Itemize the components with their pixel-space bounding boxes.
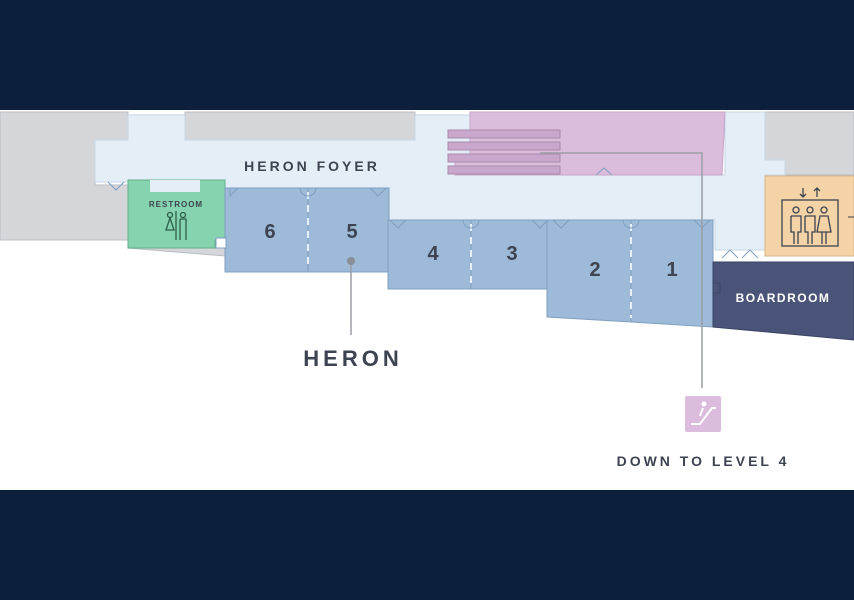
room-3[interactable]: 3 xyxy=(470,219,552,290)
escalator-caption: DOWN TO LEVEL 4 xyxy=(617,453,790,469)
restroom-entrance xyxy=(150,180,200,192)
restroom-icon xyxy=(165,211,187,240)
heron-foyer-label: HERON FOYER xyxy=(244,158,380,174)
room-6[interactable]: 6 xyxy=(224,187,309,273)
room-2[interactable]: 2 xyxy=(546,219,632,323)
room-5-number: 5 xyxy=(346,221,357,243)
room-dividers xyxy=(307,192,632,318)
escalator-callout-line xyxy=(540,152,703,388)
boardroom[interactable]: BOARDROOM xyxy=(712,261,854,341)
escalator-icon[interactable] xyxy=(685,396,721,432)
room-1[interactable]: 1 xyxy=(630,219,714,328)
restroom-room[interactable]: RESTROOM xyxy=(127,179,226,249)
restroom-label: RESTROOM xyxy=(149,200,203,209)
room-6-number: 6 xyxy=(264,221,275,243)
escalator-steps xyxy=(447,129,561,175)
boardroom-label: BOARDROOM xyxy=(736,291,831,305)
room-4-number: 4 xyxy=(427,243,439,265)
heron-callout-dot xyxy=(347,257,355,265)
room-1-number: 1 xyxy=(666,259,677,281)
room-2-number: 2 xyxy=(589,259,600,281)
elevator[interactable] xyxy=(764,175,854,257)
building-wall-top xyxy=(184,111,416,141)
elevator-icon xyxy=(781,187,839,247)
heron-group-label: HERON xyxy=(303,346,402,371)
wall-marker xyxy=(712,282,721,294)
wall-marker xyxy=(215,237,227,249)
room-3-number: 3 xyxy=(506,243,517,265)
room-4[interactable]: 4 xyxy=(387,219,472,290)
